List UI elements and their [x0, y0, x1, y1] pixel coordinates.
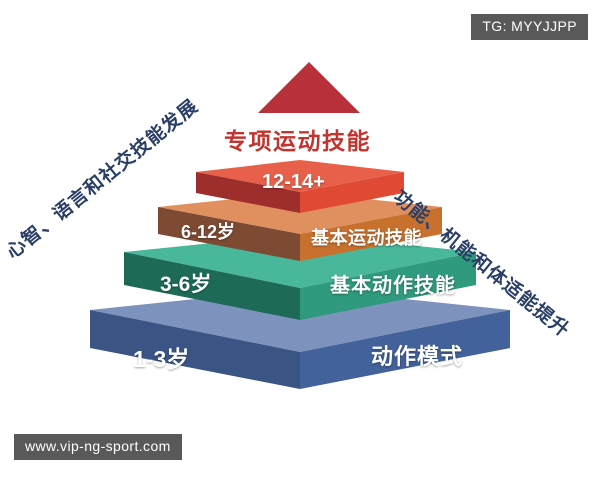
website-watermark-badge: www.vip-ng-sport.com	[14, 433, 182, 460]
level-4-top-face	[196, 160, 404, 192]
pyramid-level-4	[196, 160, 404, 213]
level-2-right-face	[300, 252, 476, 320]
level-3-left-face	[158, 207, 300, 261]
level-4-right-face	[300, 172, 404, 213]
telegram-watermark-badge: TG: MYYJJPP	[471, 14, 588, 41]
level-3-right-face	[300, 207, 442, 261]
level-1-left-face	[90, 310, 300, 389]
level-4-left-face	[196, 172, 300, 213]
level-1-right-face	[300, 310, 510, 389]
apex-triangle-shape	[258, 62, 360, 113]
apex-title: 专项运动技能	[224, 128, 371, 154]
apex-triangle	[258, 62, 360, 113]
level-2-left-face	[124, 252, 300, 320]
